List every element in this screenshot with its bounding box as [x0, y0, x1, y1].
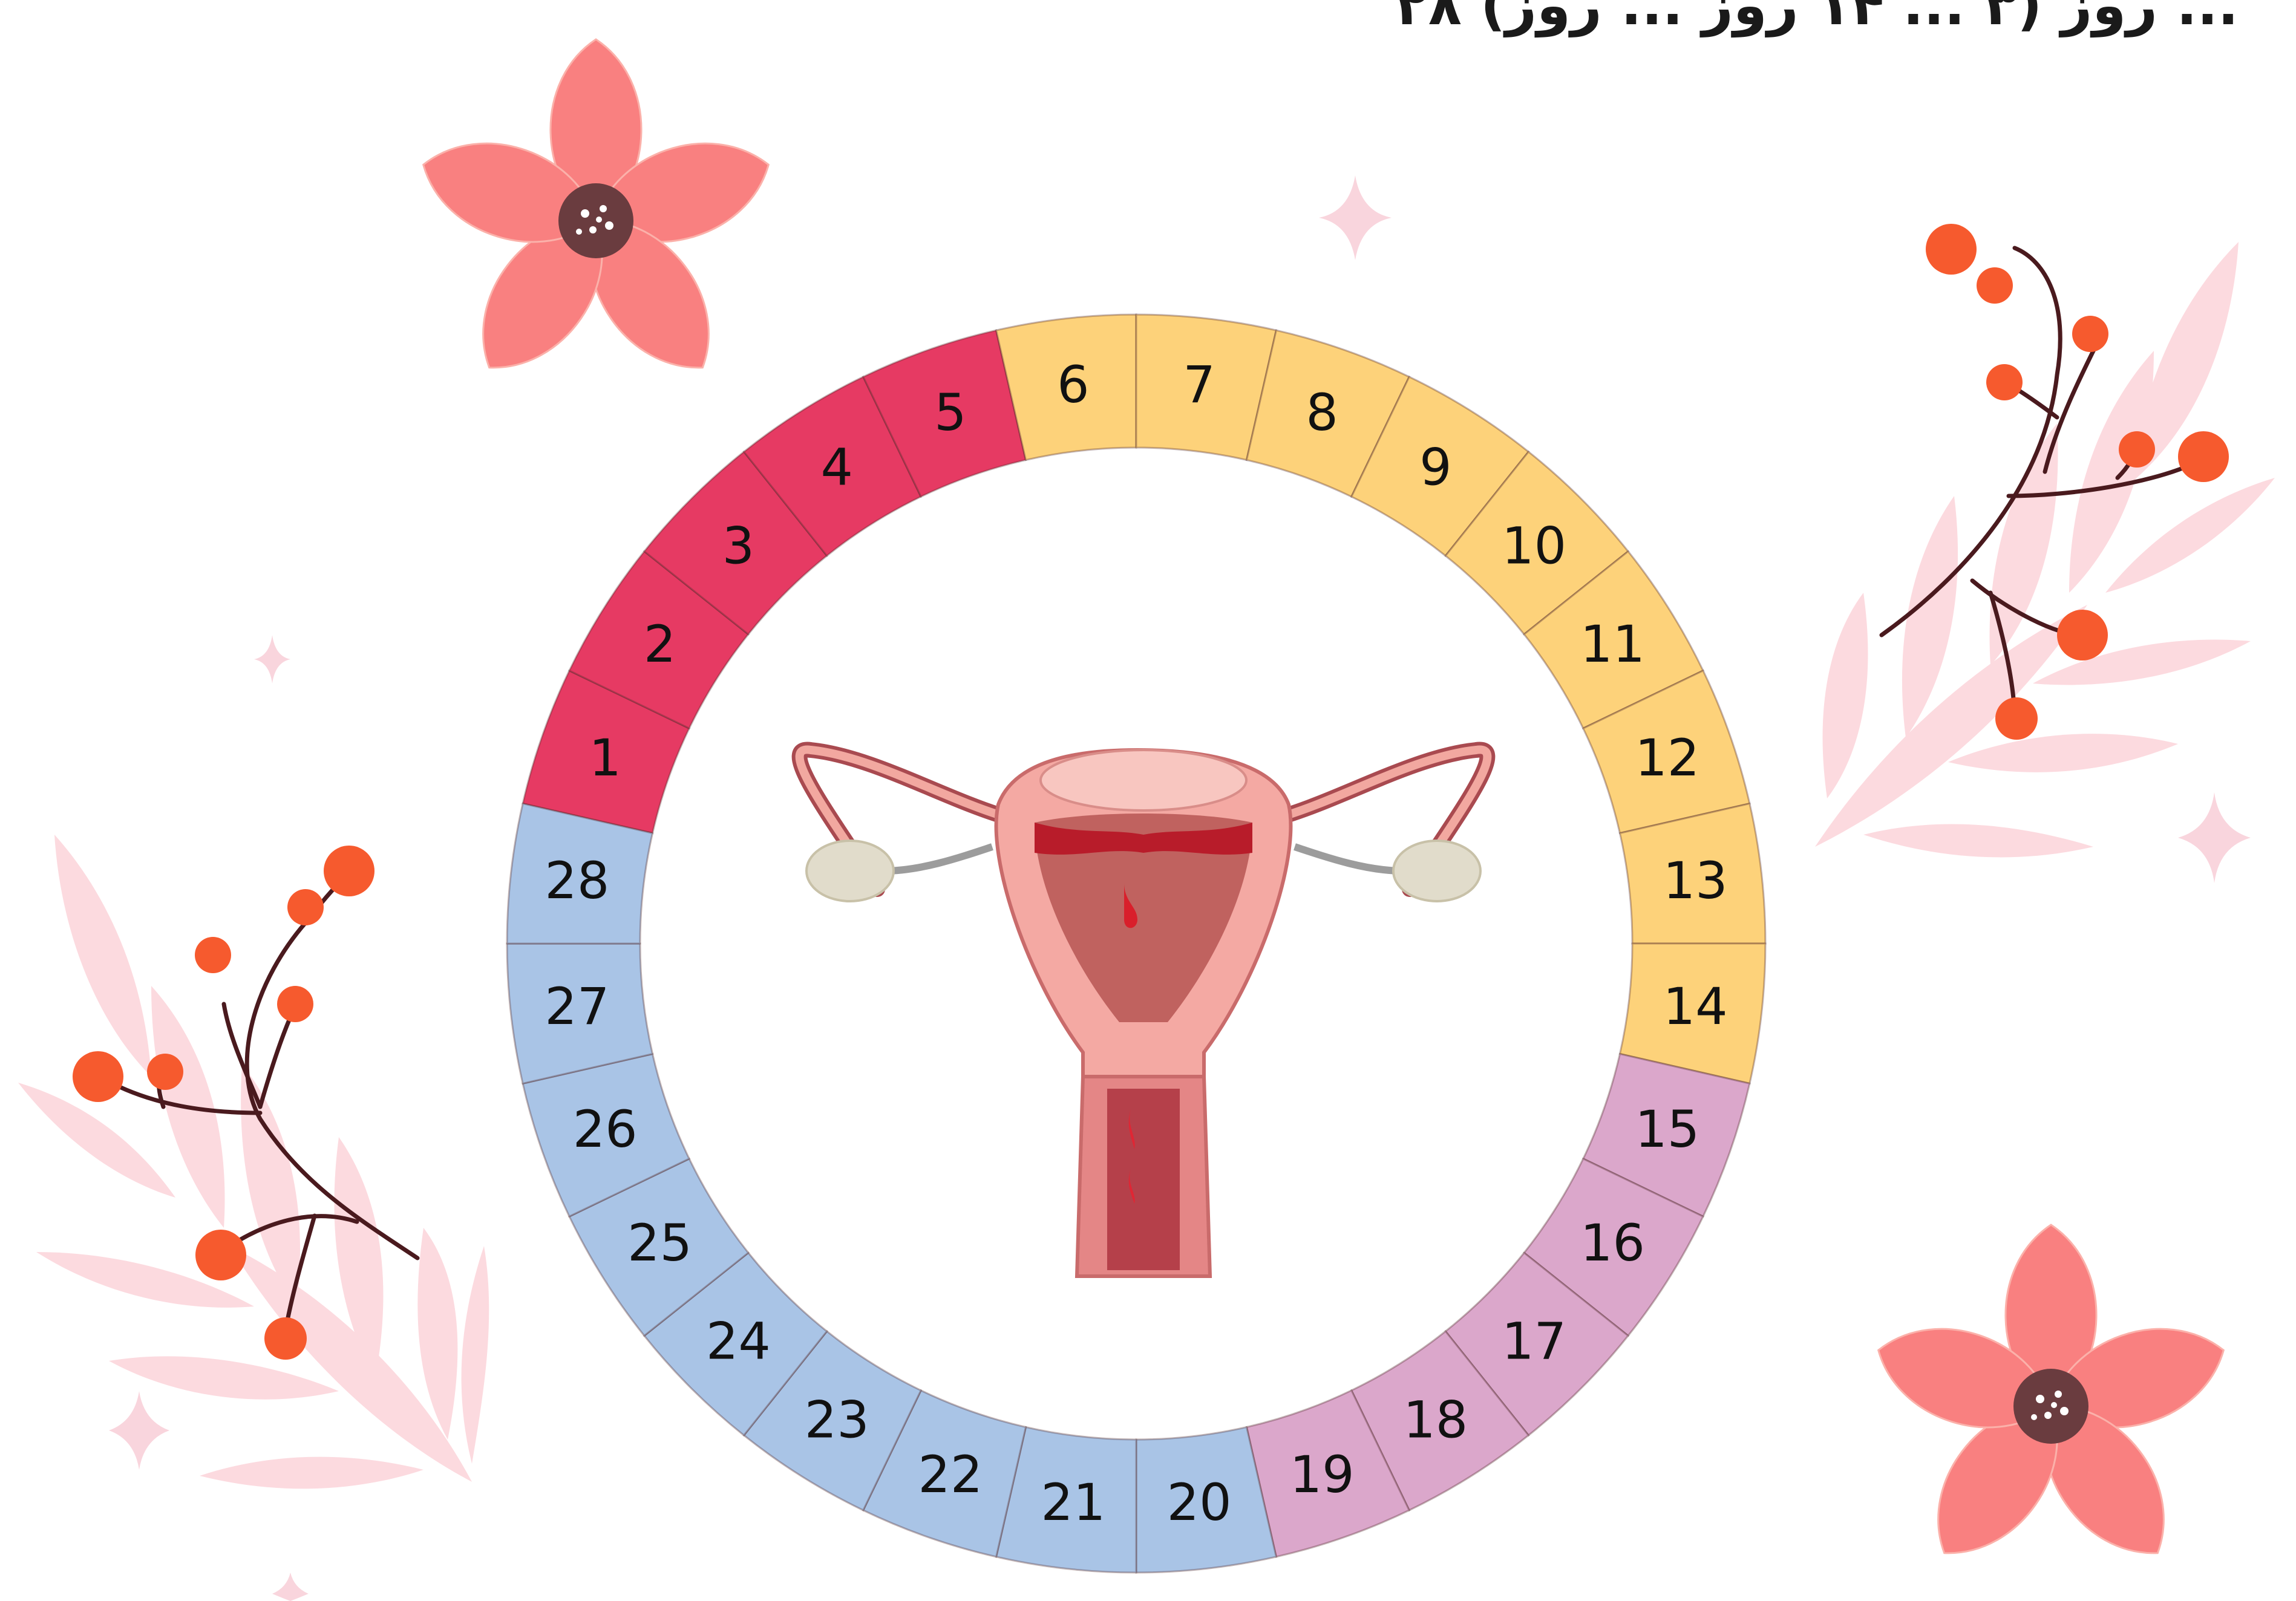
cycle-day-label-12: 12	[1635, 728, 1699, 787]
cycle-day-label-27: 27	[545, 977, 609, 1036]
cycle-day-label-26: 26	[573, 1100, 638, 1159]
cycle-day-label-6: 6	[1057, 355, 1089, 414]
uterus-icon	[800, 749, 1488, 1276]
page-title: ۲۸ روز (۳ ... ۱۴ روز ... روز) ...	[1395, 0, 2239, 38]
cycle-day-label-16: 16	[1580, 1213, 1645, 1273]
flower-icon	[409, 39, 782, 394]
cycle-day-label-2: 2	[644, 615, 676, 674]
cycle-day-label-10: 10	[1502, 516, 1566, 575]
cycle-day-label-11: 11	[1580, 615, 1645, 674]
cycle-day-label-13: 13	[1663, 851, 1728, 910]
cycle-day-label-3: 3	[722, 516, 754, 575]
flower-icon	[1864, 1225, 2237, 1580]
cycle-day-label-15: 15	[1635, 1100, 1699, 1159]
leaf-cluster-right	[1815, 242, 2275, 857]
cycle-day-label-1: 1	[589, 728, 621, 787]
cycle-day-label-9: 9	[1419, 438, 1451, 497]
cycle-day-label-4: 4	[820, 438, 852, 497]
cycle-day-label-14: 14	[1663, 977, 1728, 1036]
cycle-day-label-5: 5	[934, 383, 966, 442]
cycle-day-label-24: 24	[706, 1312, 771, 1371]
cycle-day-label-18: 18	[1403, 1390, 1468, 1449]
cycle-day-label-25: 25	[627, 1213, 692, 1273]
cycle-day-label-17: 17	[1502, 1312, 1566, 1371]
cycle-day-label-28: 28	[545, 851, 609, 910]
cycle-day-label-21: 21	[1041, 1473, 1105, 1532]
cycle-day-label-20: 20	[1167, 1473, 1232, 1532]
cycle-day-label-19: 19	[1290, 1445, 1355, 1504]
cycle-day-label-23: 23	[805, 1390, 869, 1449]
leaf-cluster-left	[18, 835, 489, 1489]
cycle-day-label-8: 8	[1306, 383, 1338, 442]
cycle-day-label-22: 22	[918, 1445, 983, 1504]
cycle-day-label-7: 7	[1183, 355, 1215, 414]
